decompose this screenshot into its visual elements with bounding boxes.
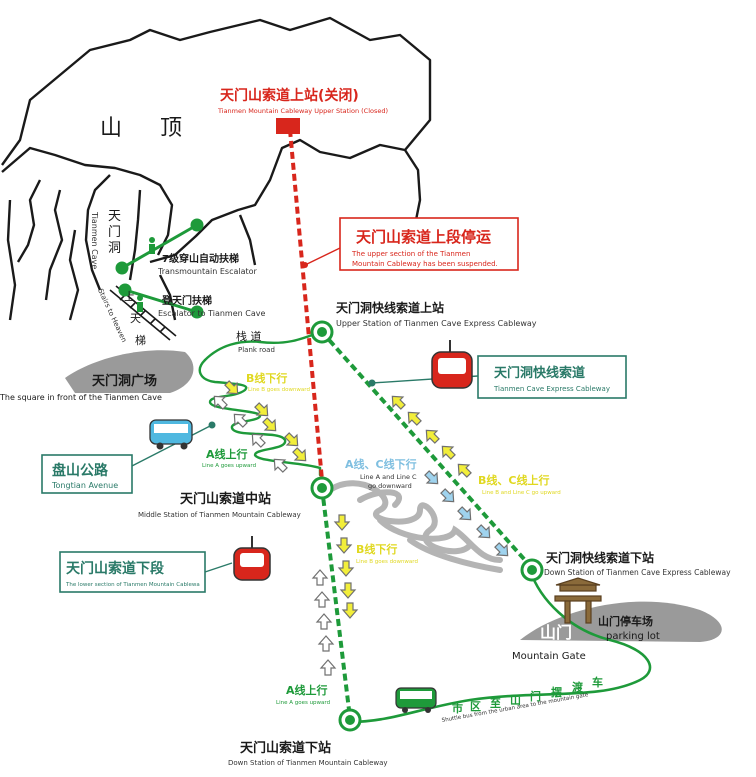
summit-label: 山 顶 [100, 116, 182, 141]
square-subtitle: The square in front of the Tianmen Cave [0, 393, 162, 402]
svg-text:上: 上 [124, 290, 135, 303]
a-up2-title: A线上行 [286, 683, 328, 697]
escalator-cave-subtitle: Escalator to Tianmen Cave [158, 309, 265, 318]
parking-title: 山门停车场 [598, 614, 653, 628]
upper-cableway-suspended [288, 129, 324, 481]
summit-char-1: 山 [100, 116, 122, 141]
svg-text:至: 至 [490, 697, 501, 710]
lower-section-callout-line [204, 562, 233, 573]
down-station-subtitle: Down Station of Tianmen Mountain Cablewa… [228, 759, 388, 767]
suspended-title: 天门山索道上段停运 [356, 228, 491, 246]
bc-up-title: B线、C线上行 [478, 473, 549, 487]
cave-express-title: 天门洞快线索道 [494, 365, 585, 381]
cable-car-express-icon [431, 340, 473, 389]
bc-up-subtitle: Line B and Line C go upward [482, 490, 561, 496]
shuttle-bus-icon [395, 687, 437, 713]
arrows-line-a-up-lower [312, 569, 336, 676]
cave-vertical-label: 天 门 洞 [108, 209, 121, 256]
gate-title: 山门 [540, 623, 572, 642]
tongtian-title: 盘山公路 [52, 462, 109, 479]
cave-square-plateau [65, 350, 194, 393]
cave-express-upper-title: 天门洞快线索道上站 [336, 300, 444, 315]
station-middle[interactable] [310, 476, 334, 500]
cave-express-cableway [320, 330, 534, 570]
ac-down-title: A线、C线下行 [345, 457, 417, 471]
a-up2-subtitle: Line A goes upward [276, 700, 330, 706]
lower-cableway [320, 487, 352, 719]
svg-text:车: 车 [592, 675, 603, 689]
plankroad-title: 栈 道 [236, 329, 262, 343]
svg-text:梯: 梯 [135, 334, 146, 347]
a-up-title: A线上行 [206, 447, 248, 461]
ac-down-subtitle-2: go downward [368, 482, 412, 490]
suspended-callout-line [304, 247, 341, 266]
upper-station-marker [276, 118, 300, 134]
summit-char-2: 顶 [160, 116, 182, 141]
cave-en-label: Tianmen Cave [90, 211, 99, 269]
svg-text:门: 门 [108, 225, 121, 240]
svg-text:山: 山 [510, 693, 521, 707]
gate-subtitle: Mountain Gate [512, 651, 586, 662]
square-title: 天门洞广场 [92, 373, 157, 389]
station-cave-express-down[interactable] [520, 558, 544, 582]
cave-express-upper-subtitle: Upper Station of Tianmen Cave Express Ca… [336, 319, 537, 328]
b-down-title: B线下行 [246, 371, 287, 385]
suspended-text-2: Mountain Cableway has been suspended. [352, 260, 498, 268]
cable-car-lower-icon [233, 536, 271, 581]
suspended-callout-box [339, 217, 519, 271]
ac-down-subtitle-1: Line A and Line C [360, 473, 417, 481]
arrows-line-b-down-lower [334, 514, 358, 619]
svg-text:门: 门 [530, 689, 541, 703]
tongtian-subtitle: Tongtian Avenue [51, 481, 118, 490]
svg-text:天: 天 [108, 209, 121, 224]
tour-bus-icon [149, 419, 193, 450]
suspended-text-1: The upper section of the Tianmen [351, 250, 470, 258]
escalator-person-icon [137, 237, 155, 312]
b-down2-title: B线下行 [356, 542, 397, 556]
b-down2-subtitle: Line B goes downward [356, 559, 418, 565]
mountain-gate-icon [554, 577, 602, 624]
shuttle-label: 市 区 至 山 门 摆 渡 车 [452, 675, 603, 715]
lower-section-subtitle: The lower section of Tianmen Mountain Ca… [65, 582, 200, 588]
stairs-vertical-label: 上 天 梯 [124, 290, 146, 347]
svg-text:渡: 渡 [572, 680, 584, 694]
cave-express-down-title: 天门洞快线索道下站 [546, 550, 654, 565]
a-up-subtitle: Line A goes upward [202, 463, 256, 469]
middle-station-subtitle: Middle Station of Tianmen Mountain Cable… [138, 511, 301, 519]
parking-subtitle: parking lot [606, 631, 660, 642]
svg-text:摆: 摆 [551, 685, 562, 699]
svg-text:洞: 洞 [108, 241, 121, 256]
escalator7-subtitle: Transmountain Escalator [157, 267, 258, 276]
svg-text:市: 市 [452, 701, 463, 715]
mountain-outline [1, 16, 432, 321]
middle-station-title: 天门山索道中站 [180, 491, 271, 507]
escalator-lines [115, 218, 204, 319]
upper-station-title: 天门山索道上站(关闭) [220, 87, 359, 104]
upper-station-subtitle: Tianmen Mountain Cableway Upper Station … [217, 107, 388, 115]
tongtian-callout-box [41, 454, 133, 494]
tongtian-avenue-curves [327, 480, 503, 573]
lower-section-callout-box [59, 551, 206, 593]
cave-express-subtitle: Tianmen Cave Express Cableway [493, 385, 610, 393]
cave-express-down-subtitle: Down Station of Tianmen Cave Express Cab… [544, 568, 731, 577]
station-cave-express-upper[interactable] [310, 320, 334, 344]
escalator-cave-title: 登天门扶梯 [161, 294, 212, 307]
station-down[interactable] [338, 708, 362, 732]
plankroad-subtitle: Plank road [238, 346, 275, 354]
lower-section-title: 天门山索道下段 [66, 560, 164, 577]
down-station-title: 天门山索道下站 [240, 740, 331, 756]
b-down-subtitle: Line B goes downward [248, 387, 310, 393]
express-callout-box [477, 355, 627, 399]
svg-text:天: 天 [130, 312, 141, 325]
tongtian-callout-line [127, 424, 213, 469]
parking-plateau [520, 601, 722, 642]
escalator7-title: 7级穿山自动扶梯 [162, 252, 239, 265]
svg-text:区: 区 [470, 700, 481, 713]
